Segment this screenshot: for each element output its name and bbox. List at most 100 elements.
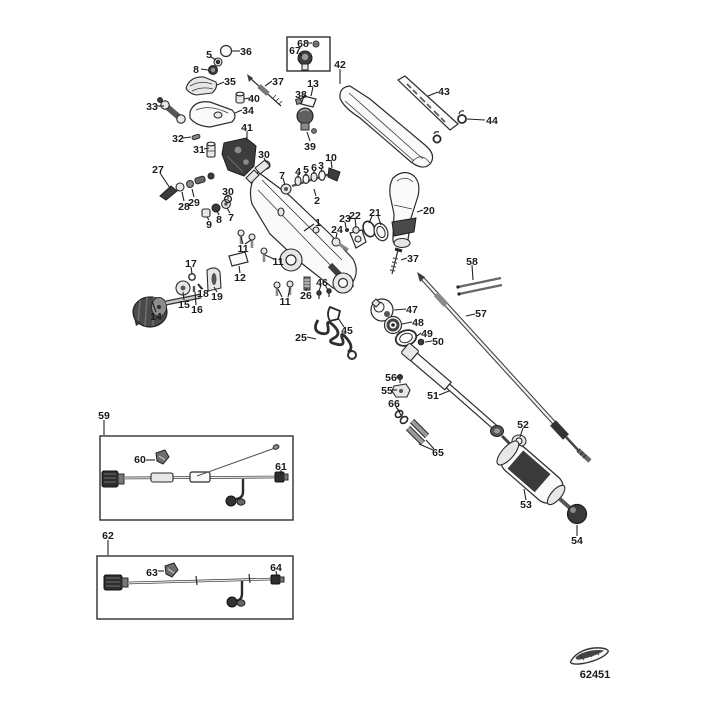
- callout-8: 8: [216, 214, 222, 226]
- part-spacer-9: [201, 208, 211, 218]
- callout-21: 21: [369, 207, 381, 219]
- callout-40: 40: [248, 93, 260, 105]
- callout-18: 18: [197, 288, 209, 300]
- callout-2: 2: [314, 195, 320, 207]
- callout-66: 66: [388, 398, 400, 410]
- leader-line: [313, 188, 317, 197]
- part-clip-60: [155, 449, 170, 465]
- part-link-rods-58: [456, 276, 503, 296]
- brand-logo: [569, 647, 609, 665]
- leader-line: [523, 488, 527, 501]
- callout-56: 56: [385, 372, 397, 384]
- leader-line: [277, 288, 283, 298]
- part-block-55: [391, 383, 411, 398]
- callout-53: 53: [520, 499, 532, 511]
- part-bushing-40: [235, 91, 245, 104]
- leader-line: [203, 147, 210, 150]
- leader-line: [306, 336, 317, 340]
- part-clip-44-b: [432, 131, 442, 144]
- leader-line: [335, 232, 338, 239]
- part-link-lever-33: [157, 97, 186, 124]
- leader-line: [263, 157, 267, 163]
- leader-line: [264, 80, 273, 87]
- part-cover-35: [185, 76, 218, 96]
- leader-line: [287, 287, 291, 298]
- inset-box-67-68: [286, 36, 331, 72]
- callout-59: 59: [98, 410, 110, 422]
- part-bracket-41: [221, 137, 257, 177]
- part-stop-button-39: [296, 107, 317, 134]
- part-bolts-11: [237, 229, 294, 296]
- leader-line: [400, 257, 408, 261]
- callout-57: 57: [475, 308, 487, 320]
- leader-line: [282, 177, 286, 186]
- part-cylinder-31: [206, 141, 216, 158]
- leader-line: [300, 94, 306, 100]
- leader-line: [216, 81, 225, 86]
- callout-41: 41: [241, 122, 253, 134]
- leader-line: [238, 265, 241, 274]
- leader-line: [330, 159, 333, 169]
- callout-11: 11: [272, 256, 283, 268]
- part-bolt-24: [331, 237, 349, 252]
- part-harness-62: [103, 573, 285, 608]
- callout-44: 44: [486, 115, 498, 127]
- callout-37: 37: [272, 76, 284, 88]
- callout-49: 49: [421, 328, 433, 340]
- callout-33: 33: [146, 101, 158, 113]
- part-main-housing-1: [245, 159, 357, 294]
- callout-60: 60: [134, 454, 146, 466]
- leader-line: [344, 221, 347, 229]
- callout-32: 32: [172, 133, 184, 145]
- callout-26: 26: [300, 290, 312, 302]
- part-top-cover-42: [339, 85, 434, 168]
- part-damper-53: [496, 440, 566, 506]
- leader-line: [244, 239, 252, 245]
- leader-line: [182, 136, 192, 139]
- leader-line: [310, 86, 314, 97]
- part-cam-3: [318, 170, 326, 181]
- harness-box-59: [99, 435, 294, 521]
- part-bushing-48: [383, 315, 403, 335]
- callout-37: 37: [407, 253, 419, 265]
- part-wedge-10: [327, 167, 341, 182]
- leader-line: [471, 264, 474, 281]
- callout-3: 3: [318, 160, 324, 172]
- callout-9: 9: [206, 219, 212, 231]
- callout-28: 28: [178, 201, 190, 213]
- callout-51: 51: [427, 390, 439, 402]
- leader-line: [427, 91, 439, 97]
- callout-12: 12: [234, 272, 246, 284]
- part-cap-36: [219, 44, 233, 58]
- leader-line: [181, 191, 185, 202]
- part-decal-43: [397, 75, 459, 131]
- callout-30: 30: [258, 149, 270, 161]
- part-ball-joint-54: [558, 497, 588, 525]
- callout-5: 5: [206, 49, 212, 61]
- part-washer-17: [188, 273, 196, 281]
- leader-line: [151, 300, 157, 313]
- drawing-number: 62451: [580, 669, 611, 681]
- callout-46: 46: [316, 277, 328, 289]
- callout-25: 25: [295, 332, 307, 344]
- part-link-27: [159, 172, 215, 201]
- callout-45: 45: [341, 325, 353, 337]
- callout-64: 64: [270, 562, 282, 574]
- leader-line: [416, 332, 422, 337]
- part-steering-cable-57: [417, 272, 592, 463]
- leader-line: [210, 56, 217, 61]
- callout-1: 1: [315, 217, 321, 229]
- part-pin-32: [191, 133, 201, 141]
- callout-61: 61: [275, 461, 287, 473]
- leader-line: [182, 291, 185, 301]
- part-grip-20: [389, 171, 420, 249]
- callout-63: 63: [146, 567, 158, 579]
- callout-24: 24: [331, 224, 343, 236]
- callout-39: 39: [304, 141, 316, 153]
- callout-68: 68: [297, 38, 309, 50]
- callout-42: 42: [334, 59, 346, 71]
- part-washers-66: [394, 409, 409, 425]
- leader-line: [240, 236, 244, 245]
